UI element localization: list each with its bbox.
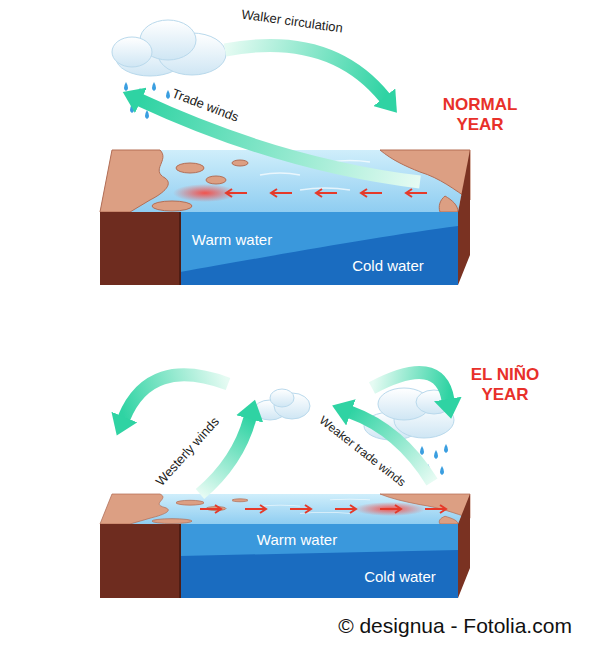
ocean-slab-el-nino — [179, 524, 181, 598]
rain-cloud — [112, 20, 226, 76]
surface-current — [406, 189, 427, 197]
raindrops — [166, 90, 170, 99]
ocean-slab-normal — [100, 150, 470, 285]
air-flow-arrow — [225, 45, 385, 98]
rain-cloud — [112, 37, 152, 67]
raindrops — [434, 450, 438, 459]
air-flow-arrow — [372, 373, 448, 400]
raindrops — [440, 466, 444, 475]
water-label: Warm water — [192, 231, 272, 248]
raindrops — [138, 88, 142, 97]
surface-current — [361, 189, 382, 197]
surface-current — [316, 189, 337, 197]
year-heading: NORMAL YEAR — [435, 95, 525, 134]
surface-current — [226, 189, 247, 197]
raindrops — [124, 82, 128, 91]
ocean-slab-el-nino — [354, 502, 426, 516]
year-heading: EL NIÑO YEAR — [460, 365, 550, 404]
ocean-slab-el-nino — [100, 524, 180, 598]
surface-current — [380, 505, 401, 513]
water-label: Cold water — [352, 257, 424, 274]
surface-current — [200, 505, 221, 513]
air-flow-arrow — [124, 45, 448, 494]
small-cloud — [270, 389, 294, 407]
ocean-slab-el-nino — [100, 494, 470, 524]
surface-current — [200, 505, 446, 513]
ocean-slab-el-nino — [100, 494, 470, 524]
raindrops — [130, 104, 134, 113]
ocean-slab-el-nino — [458, 494, 470, 598]
ocean-slab-el-nino — [100, 494, 470, 598]
ocean-slab-normal — [100, 212, 180, 285]
surface-current — [271, 189, 292, 197]
air-flow-arrow — [124, 375, 228, 418]
ocean-slab-el-nino — [100, 524, 458, 598]
ocean-slab-normal — [179, 212, 181, 285]
raindrops — [152, 82, 156, 91]
ocean-slab-normal — [458, 150, 470, 285]
ocean-slab-normal — [100, 212, 458, 285]
water-label: Warm water — [257, 531, 337, 548]
raindrops — [444, 444, 448, 453]
ocean-slab-el-nino — [180, 524, 458, 556]
arrow-label: Walker circulation — [240, 7, 343, 36]
watermark: © designua - Fotolia.com — [338, 614, 572, 638]
raindrops — [420, 446, 424, 455]
small-cloud — [254, 389, 310, 420]
raindrops — [145, 110, 149, 119]
surface-current — [425, 505, 446, 513]
air-flow-arrow — [140, 100, 420, 182]
surface-current — [226, 189, 427, 197]
surface-current — [335, 505, 356, 513]
surface-current — [245, 505, 266, 513]
water-label: Cold water — [364, 568, 436, 585]
ocean-slab-el-nino — [100, 494, 470, 524]
surface-current — [290, 505, 311, 513]
